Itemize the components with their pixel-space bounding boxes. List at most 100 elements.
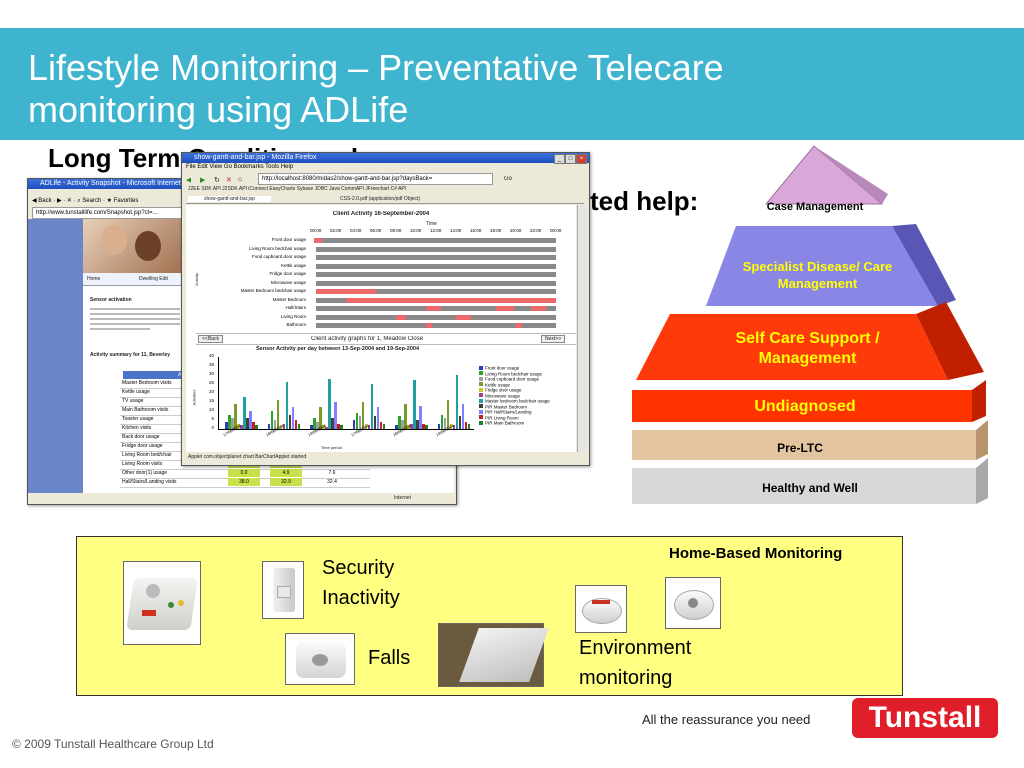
environment-label-line1: Environment xyxy=(579,637,692,659)
go-button[interactable]: Go xyxy=(504,176,513,182)
bookmarks-bar[interactable]: J2EE SDK API J2SDK API iConnect EasyChar… xyxy=(188,186,407,192)
forward-icon[interactable]: ▶ xyxy=(200,177,206,184)
row-value: 0.0 xyxy=(228,469,260,477)
row-label: Kettle usage xyxy=(122,389,150,395)
pyramid-level-case-management xyxy=(764,145,884,205)
legend-swatch xyxy=(479,420,483,425)
environment-label-line2: monitoring xyxy=(579,667,673,689)
legend-label: Living Room bedchair usage xyxy=(485,370,543,376)
legend-item: PIR Master Bedroom xyxy=(479,398,527,409)
bar-mark xyxy=(249,411,252,429)
row-value: 7.6 xyxy=(328,470,336,476)
pyramid-level-self-care xyxy=(636,314,948,380)
gantt-row-label: Living Room xyxy=(280,313,306,319)
home-icon[interactable]: ⌂ xyxy=(238,176,243,183)
row-label: Main Bathroom visits xyxy=(122,407,169,413)
bar-mark xyxy=(288,414,291,429)
bar-mark xyxy=(337,423,340,429)
legend-item: Front door usage xyxy=(479,359,519,370)
bar-mark xyxy=(373,416,376,429)
gantt-activity-segment xyxy=(346,297,556,303)
bar-mark xyxy=(325,427,328,429)
bar-mark xyxy=(452,425,455,429)
reload-icon[interactable]: ↻ xyxy=(214,177,220,184)
pyramid-level-pre-ltc xyxy=(632,430,976,460)
gantt-time-tick: 18:00 xyxy=(490,228,502,233)
legend-label: PIR Main Bathroom xyxy=(485,420,525,426)
bar-mark xyxy=(316,421,319,429)
bar-mark xyxy=(282,423,285,429)
tab-pdf[interactable]: CSS-2.0.pdf (application/pdf Object) xyxy=(340,196,421,202)
favorites-icon[interactable]: ★ Favorites xyxy=(106,198,139,204)
legend-label: Microwave usage xyxy=(485,392,521,398)
title-bar xyxy=(0,28,1024,140)
pyramid-label-self-care: Self Care Support / Management xyxy=(735,330,880,367)
legend-swatch xyxy=(479,409,483,414)
gantt-row-bar xyxy=(316,255,556,260)
next-nav-button[interactable]: Next>> xyxy=(541,335,566,343)
bar-xlabel: Time period xyxy=(321,445,342,450)
bar-mark xyxy=(404,403,407,429)
bar-mark xyxy=(440,414,443,429)
activity-header: Activi xyxy=(123,371,190,379)
tunstall-logo-text: Tunstall xyxy=(868,701,982,734)
gantt-time-tick: 14:00 xyxy=(450,228,462,233)
stop-icon[interactable]: ✕ xyxy=(226,177,232,184)
slide-title-line2: monitoring using ADLife xyxy=(28,89,409,130)
gantt-row-bar xyxy=(316,289,556,294)
ff-status-bar: Applet com.objectplanet.chart.BarChartAp… xyxy=(188,454,307,460)
bar-mark xyxy=(252,421,255,429)
row-label: TV usage xyxy=(122,398,144,404)
legend-item: PIR Main Bathroom xyxy=(479,414,524,425)
partial-heading-right: ted help: xyxy=(590,186,699,216)
gantt-title: Client Activity 16-September-2004 xyxy=(332,211,430,217)
gantt-row-label: Living Room bedchair usage xyxy=(248,245,306,251)
pyramid-label-undiagnosed: Undiagnosed xyxy=(754,398,856,415)
close-button[interactable]: × xyxy=(576,154,587,164)
gantt-time-tick: 02:00 xyxy=(330,228,342,233)
row-value: 4.9 xyxy=(270,469,302,477)
nav-home[interactable]: Home xyxy=(87,276,101,282)
bar-y-tick: 35 xyxy=(208,362,214,367)
nav-dwelling-edit[interactable]: Dwelling Edit xyxy=(139,276,168,282)
bar-y-tick: 10 xyxy=(208,407,214,412)
legend-item: Food cupboard door usage xyxy=(479,370,539,381)
security-label-line1: Security xyxy=(322,557,395,579)
maximize-button[interactable]: □ xyxy=(565,154,576,164)
legend-swatch xyxy=(479,382,483,387)
gantt-row-label: Fridge door usage xyxy=(269,271,306,276)
bar-mark xyxy=(322,425,325,429)
tab-strip: show-gantt-and-bar.jsp CSS-2.0.pdf (appl… xyxy=(186,194,584,204)
bar-mark xyxy=(237,423,240,429)
slide-title-line1: Lifestyle Monitoring – Preventative Tele… xyxy=(28,47,724,88)
security-label-line2: Inactivity xyxy=(322,587,400,609)
back-button[interactable]: ◀ Back xyxy=(32,198,52,204)
bar-mark xyxy=(319,407,322,429)
back-nav-button[interactable]: <<Back xyxy=(198,335,223,343)
ff-address-bar[interactable]: http://localhost:8080/midas2/show-gantt-… xyxy=(258,173,493,185)
gantt-activity-segment xyxy=(396,314,406,320)
gantt-activity-segment xyxy=(426,323,432,328)
search-icon[interactable]: ⌕ Search xyxy=(77,198,102,204)
row-value: 38.0 xyxy=(228,478,260,486)
couple-photo xyxy=(83,219,183,273)
tab-gantt[interactable]: show-gantt-and-bar.jsp xyxy=(188,196,271,202)
pir-sensor-image xyxy=(262,561,304,619)
copyright-footer: © 2009 Tunstall Healthcare Group Ltd xyxy=(12,737,214,751)
bar-mark xyxy=(240,425,243,429)
tunstall-logo: Tunstall xyxy=(852,698,998,738)
pyramid-level-healthy xyxy=(632,468,976,504)
legend-label: Food cupboard door usage xyxy=(485,376,540,382)
scrollbar[interactable] xyxy=(577,205,587,452)
left-panel xyxy=(28,219,83,493)
gantt-activity-segment xyxy=(316,289,376,294)
back-icon[interactable]: ◀ xyxy=(186,177,192,184)
bar-mark xyxy=(407,425,410,429)
bar-mark xyxy=(364,423,367,429)
ff-menu-bar[interactable]: File Edit View Go Bookmarks Tools Help xyxy=(186,164,294,170)
legend-item: Master bedroom bedchair usage xyxy=(479,392,550,403)
minimize-button[interactable]: _ xyxy=(554,154,565,164)
legend-item: PIR Living Room xyxy=(479,409,519,420)
